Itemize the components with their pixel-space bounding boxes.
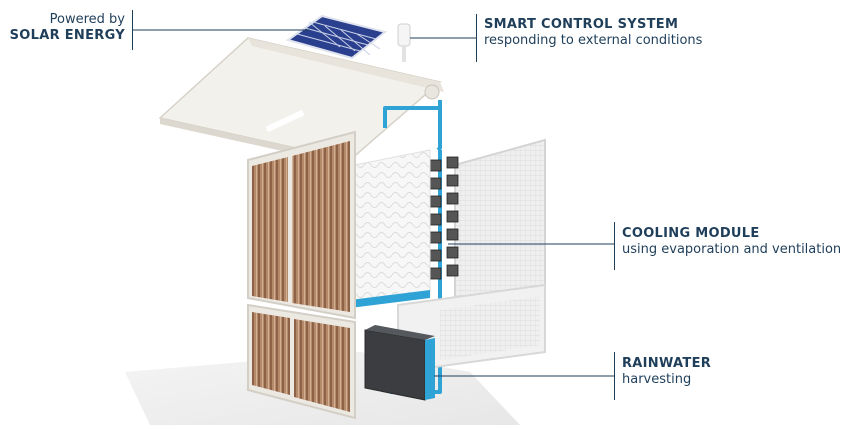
rain-callout-bar [614, 352, 615, 400]
solar-callout: Powered by SOLAR ENERGY [5, 12, 125, 45]
solar-panel [285, 14, 388, 60]
callout-leader-lines [133, 29, 614, 377]
cooling-callout-subtitle: using evaporation and ventilation [622, 242, 842, 258]
cooling-callout: COOLING MODULE using evaporation and ven… [622, 226, 856, 259]
cooling-callout-bar [614, 222, 615, 270]
cooling-callout-title: COOLING MODULE [622, 226, 760, 241]
smart-callout: SMART CONTROL SYSTEM responding to exter… [484, 17, 784, 50]
smart-sensor [397, 23, 411, 62]
lower-wood-panel [247, 303, 356, 420]
rain-callout-title: RAINWATER [622, 356, 712, 371]
fan-array [429, 156, 459, 280]
rain-callout-subtitle: harvesting [622, 372, 692, 388]
back-mesh-panel [397, 138, 546, 374]
rain-callout: RAINWATER harvesting [622, 356, 822, 389]
smart-callout-title: SMART CONTROL SYSTEM [484, 17, 679, 32]
smart-callout-bar [476, 14, 477, 62]
rainwater-tank [364, 325, 435, 401]
solar-callout-line1: Powered by [49, 12, 125, 27]
solar-callout-bar [132, 10, 133, 50]
smart-callout-subtitle: responding to external conditions [484, 33, 703, 49]
upper-wood-panel [247, 130, 356, 320]
evaporative-media [350, 149, 431, 308]
solar-callout-line2: SOLAR ENERGY [9, 28, 125, 44]
